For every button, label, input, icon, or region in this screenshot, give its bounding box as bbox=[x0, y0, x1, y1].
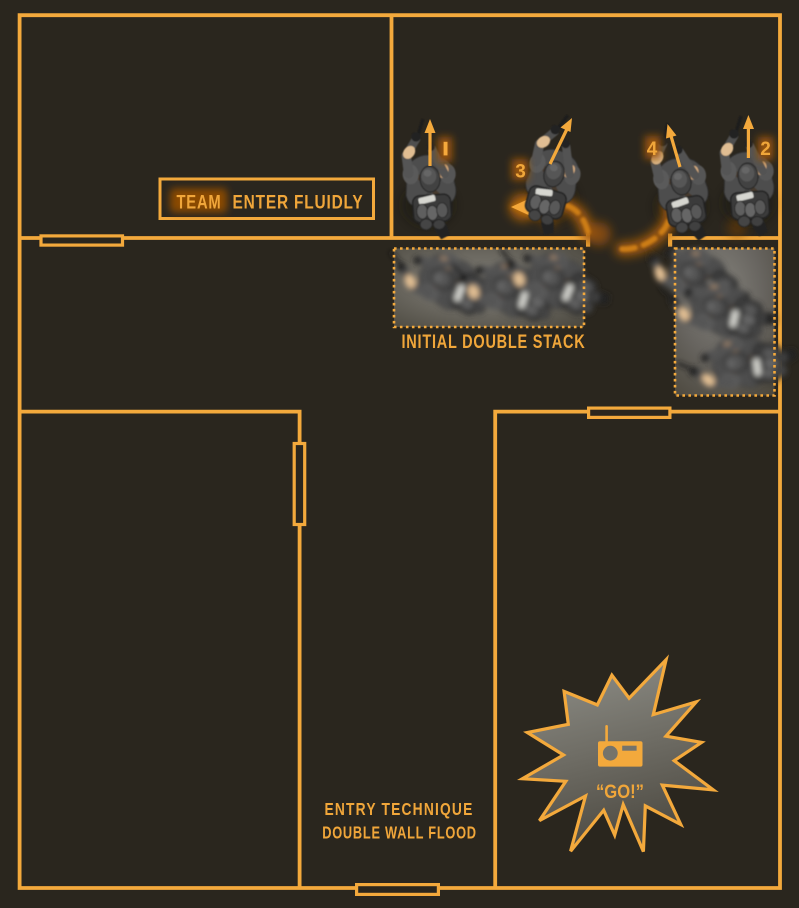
svg-text:ENTER FLUIDLY: ENTER FLUIDLY bbox=[233, 193, 364, 214]
svg-text:2: 2 bbox=[760, 139, 771, 160]
svg-text:ENTRY TECHNIQUE: ENTRY TECHNIQUE bbox=[325, 799, 474, 819]
svg-text:TEAM: TEAM bbox=[177, 193, 222, 214]
svg-text:DOUBLE WALL FLOOD: DOUBLE WALL FLOOD bbox=[322, 823, 477, 843]
svg-text:INITIAL DOUBLE STACK: INITIAL DOUBLE STACK bbox=[402, 332, 586, 353]
svg-text:4: 4 bbox=[647, 139, 658, 160]
svg-text:3: 3 bbox=[515, 162, 526, 183]
svg-text:“GO!”: “GO!” bbox=[596, 781, 644, 803]
